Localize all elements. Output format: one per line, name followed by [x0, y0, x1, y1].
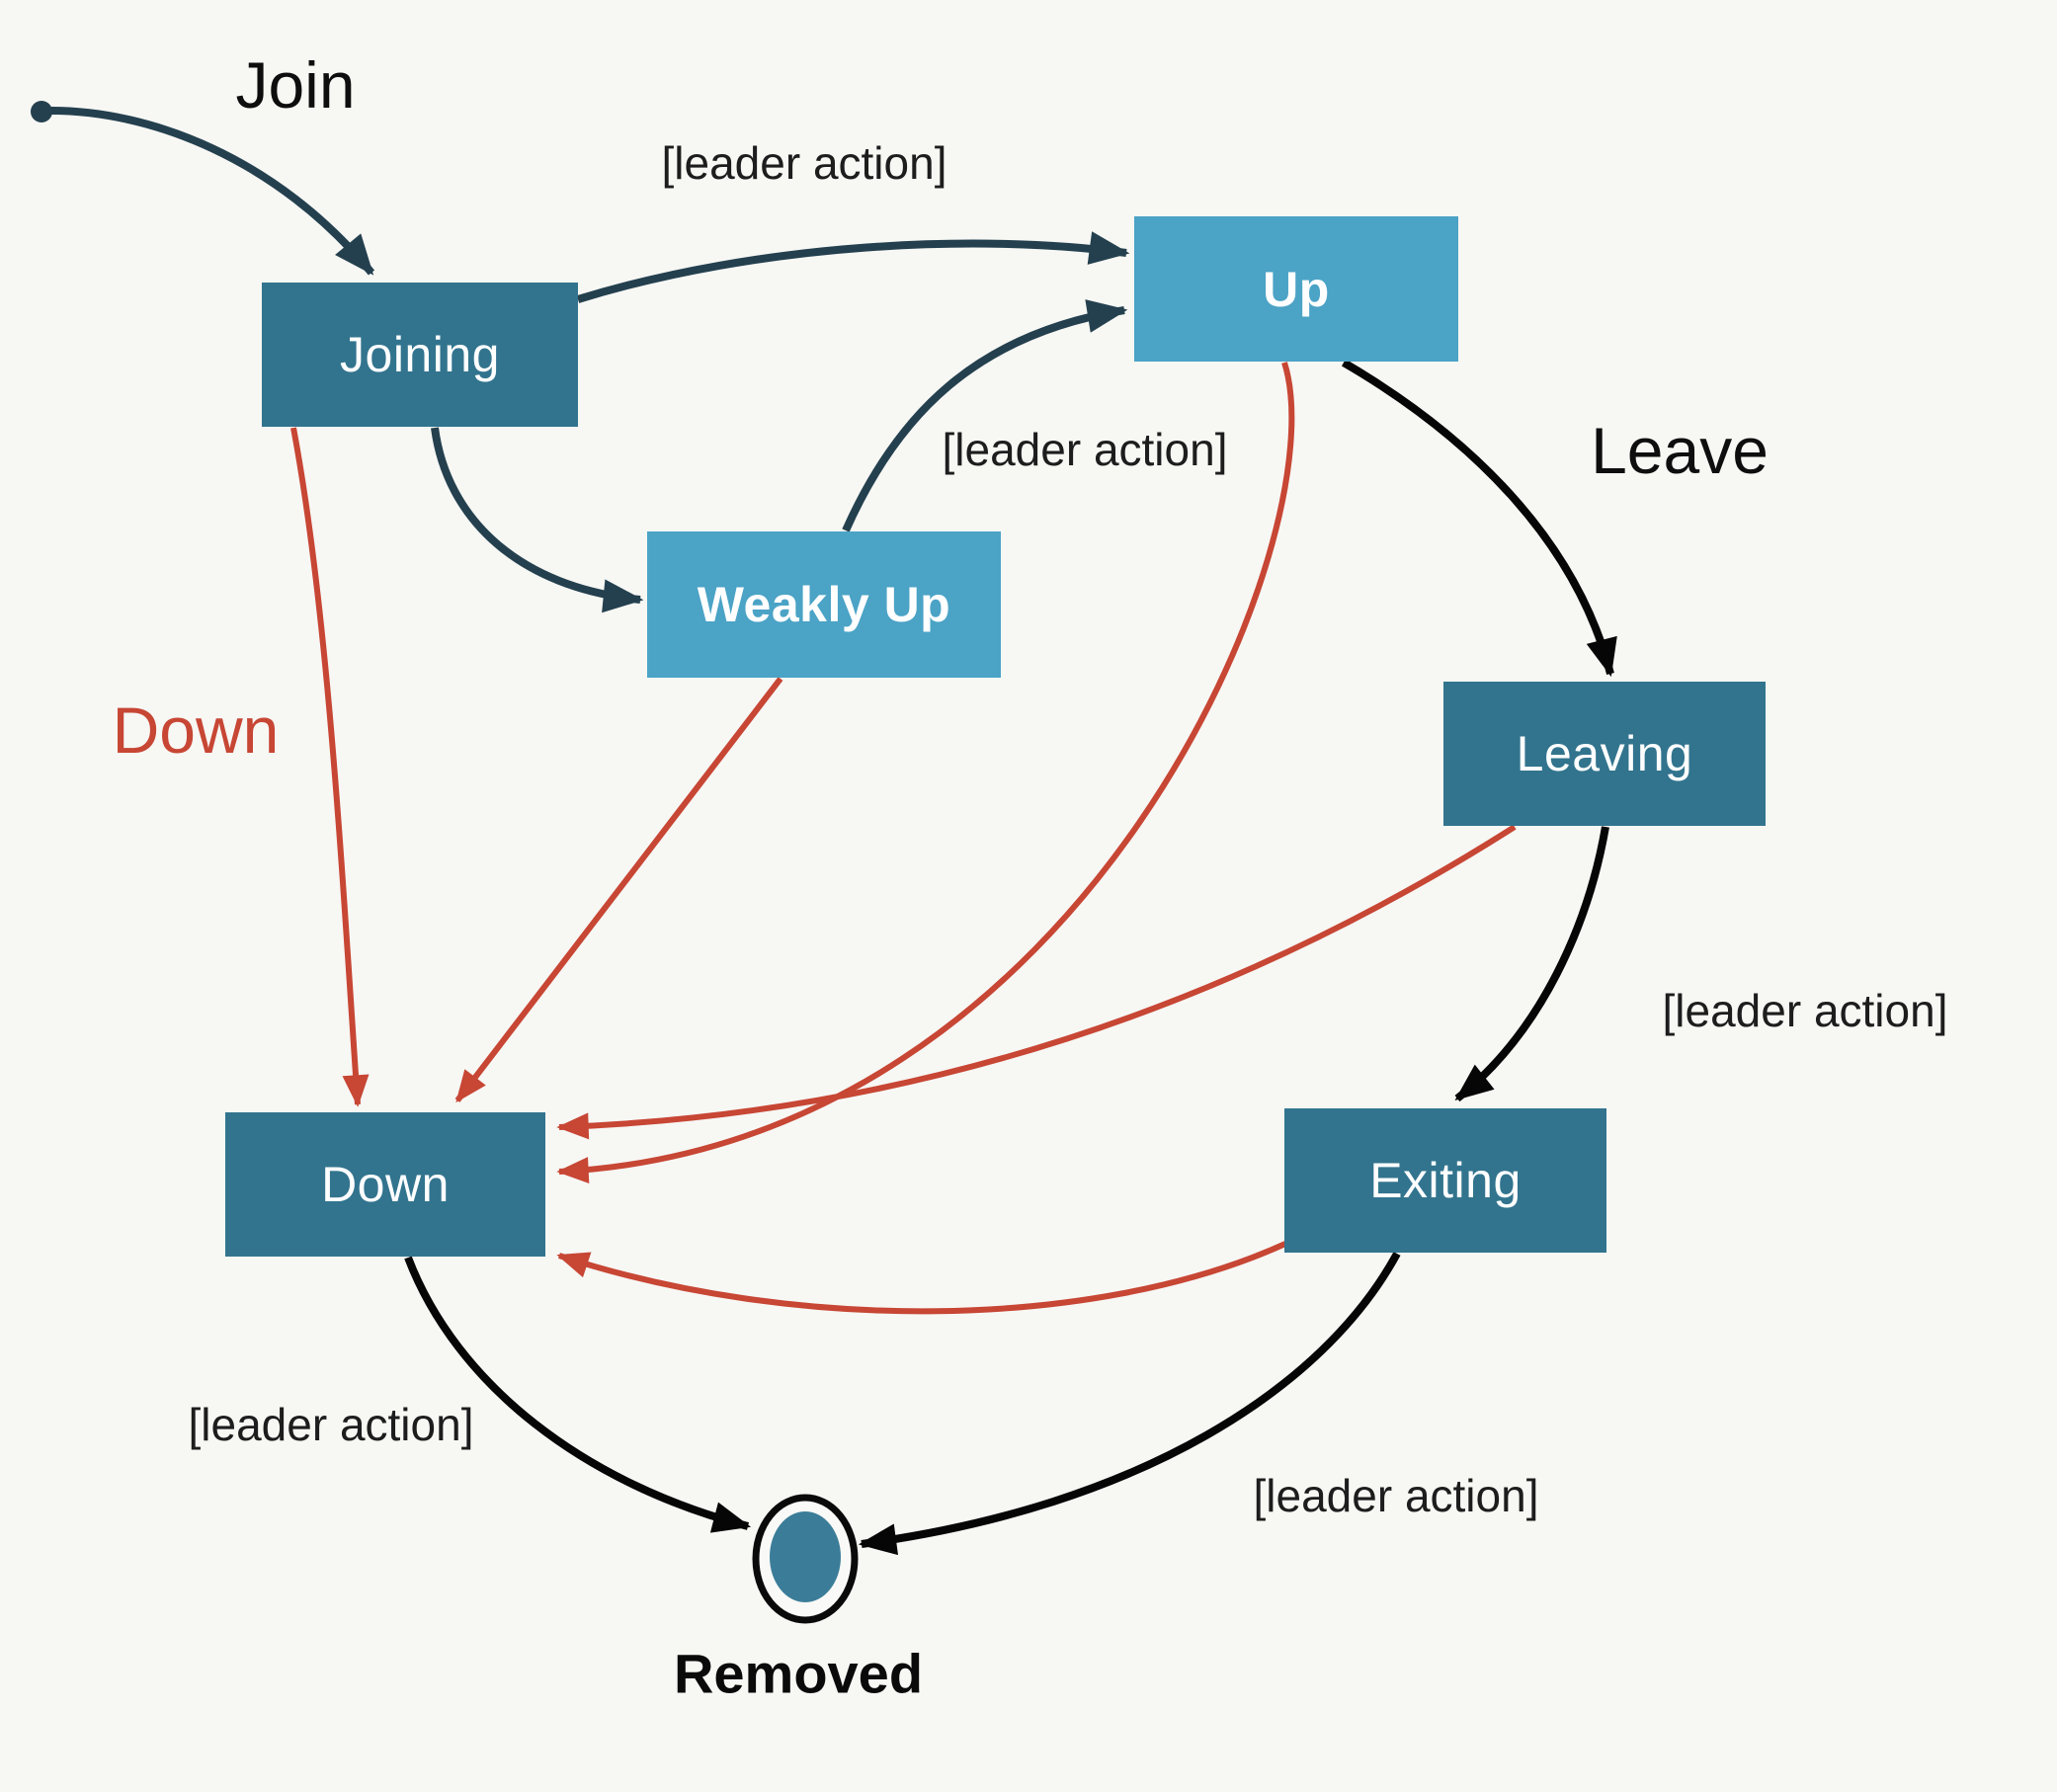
- label-leader-action-top: [leader action]: [661, 137, 947, 189]
- edge-leaving-to-exiting: [1454, 826, 1609, 1102]
- state-down: Down: [225, 1112, 545, 1257]
- edge-join-to-joining: [50, 107, 375, 276]
- label-removed: Removed: [673, 1642, 924, 1705]
- edge-weakly-up-to-up: [842, 299, 1128, 532]
- start-dot-icon: [31, 101, 52, 122]
- edge-joining-to-down: [290, 427, 370, 1107]
- edge-exiting-to-removed: [858, 1252, 1401, 1556]
- edge-joining-to-up: [576, 231, 1130, 303]
- state-joining-label: Joining: [340, 327, 500, 382]
- state-up: Up: [1134, 216, 1458, 362]
- state-leaving-label: Leaving: [1516, 726, 1693, 781]
- state-exiting-label: Exiting: [1369, 1153, 1522, 1208]
- removed-terminal-inner-circle: [770, 1511, 841, 1602]
- edge-up-to-down: [556, 362, 1295, 1184]
- edge-down-to-removed: [404, 1256, 752, 1533]
- edge-leaving-to-down: [556, 824, 1517, 1140]
- label-leader-action-bottom-right: [leader action]: [1253, 1470, 1539, 1521]
- state-weakly-up-label: Weakly Up: [697, 577, 951, 632]
- edge-up-to-leaving: [1341, 359, 1617, 678]
- label-leader-action-bottom-left: [leader action]: [188, 1399, 474, 1450]
- state-up-label: Up: [1263, 261, 1330, 317]
- edge-exiting-to-down: [556, 1241, 1287, 1315]
- state-exiting: Exiting: [1284, 1108, 1606, 1253]
- label-down: Down: [112, 693, 280, 767]
- state-joining: Joining: [262, 283, 578, 427]
- label-leader-action-middle: [leader action]: [942, 424, 1228, 475]
- state-weakly-up: Weakly Up: [647, 531, 1001, 678]
- edge-weakly-up-to-down: [454, 677, 783, 1103]
- label-leave: Leave: [1591, 414, 1769, 487]
- label-join: Join: [235, 48, 356, 122]
- edge-joining-to-weakly-up: [431, 427, 644, 613]
- state-leaving: Leaving: [1443, 682, 1766, 826]
- state-down-label: Down: [321, 1157, 450, 1212]
- label-leader-action-right: [leader action]: [1662, 985, 1948, 1036]
